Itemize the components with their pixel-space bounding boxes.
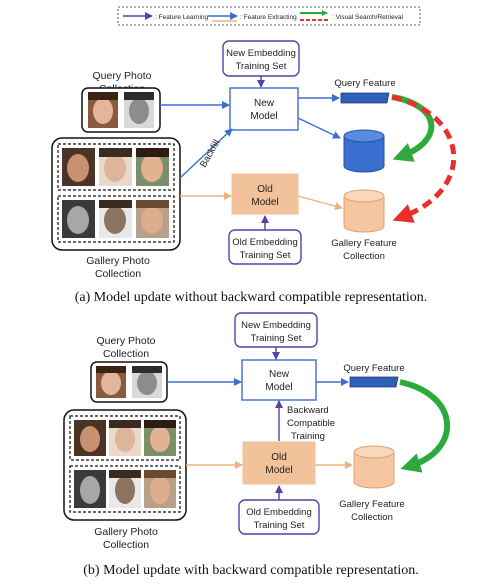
gallery-feature-db-b [353, 445, 395, 489]
query-face-photo-1-b [96, 366, 126, 398]
old-gallery-feature-db [343, 189, 385, 233]
old-model-label-line2: Model [251, 197, 278, 208]
caption-b: (b) Model update with backward compatibl… [83, 563, 419, 578]
query-feature-vector [340, 92, 390, 104]
old-model-box [231, 173, 299, 215]
new-training-label-line1-b: New Embedding [241, 320, 311, 331]
query-feature-vector-b [349, 376, 399, 388]
query-feature-label-b: Query Feature [343, 363, 404, 374]
gallery-feature-label-line1: Gallery Feature [331, 238, 396, 249]
gallery-row-2-frame-b [69, 465, 181, 513]
arrow-search-old-gallery [391, 94, 457, 223]
legend-search-label: : Visual Search/Retrieval [332, 14, 404, 21]
gallery-face-photo-4-b [74, 470, 106, 508]
old-model-label-line2-b: Model [265, 465, 292, 476]
old-model-label-line1: Old [257, 184, 273, 195]
new-model-box [229, 87, 299, 131]
arrow-search-new-gallery [391, 94, 435, 162]
gallery-face-photo-3-b [144, 420, 176, 456]
legend-feature-extracting-label: : Feature Extracting [240, 14, 297, 21]
gallery-feature-label-line2: Collection [343, 251, 385, 262]
panel-a: Query Photo Collection [51, 40, 457, 305]
arrow-backfill [179, 128, 233, 179]
gallery-collection-label-line1: Gallery Photo [86, 255, 150, 267]
gallery-face-photo-2 [99, 148, 132, 186]
gallery-face-photo-6 [136, 200, 169, 238]
gallery-face-photo-5 [99, 200, 132, 238]
new-training-label-line2: Training Set [236, 61, 287, 72]
gallery-row-1-frame [57, 143, 175, 191]
gallery-face-photo-6-b [144, 470, 176, 508]
new-model-label-line1: New [254, 98, 275, 109]
gallery-face-photo-1-b [74, 420, 106, 456]
new-gallery-feature-db [343, 129, 385, 173]
new-training-label-line2-b: Training Set [251, 333, 302, 344]
old-training-label-line2: Training Set [240, 250, 291, 261]
query-face-photo-2 [124, 92, 154, 128]
arrow-new-model-to-new-gallery [297, 117, 341, 139]
bct-label-line2: Compatible [287, 418, 335, 429]
arrow-search-gallery-b [399, 379, 450, 473]
legend-feature-learning-label: : Feature Learning [155, 14, 209, 21]
backfill-label: Backfill [198, 138, 223, 170]
gallery-collection-label-line2: Collection [95, 268, 141, 280]
new-model-label-line1-b: New [269, 369, 290, 380]
gallery-feature-label-line2-b: Collection [351, 512, 393, 523]
gallery-face-photo-1 [62, 148, 95, 186]
legend: : Feature Learning : Feature Extracting … [117, 6, 421, 26]
query-collection-label-line2-b: Collection [103, 348, 149, 360]
query-collection-label-line1: Query Photo [93, 70, 152, 82]
gallery-row-2-frame [57, 195, 175, 243]
gallery-face-photo-4 [62, 200, 95, 238]
gallery-face-photo-3 [136, 148, 169, 186]
new-model-label-line2: Model [250, 111, 277, 122]
old-model-label-line1-b: Old [271, 452, 287, 463]
new-model-box-b [241, 359, 317, 401]
bct-label-line3: Training [291, 431, 325, 442]
old-training-label-line1: Old Embedding [232, 237, 297, 248]
caption-a: (a) Model update without backward compat… [75, 290, 428, 305]
query-face-photo-2-b [132, 366, 162, 398]
query-face-photo-1 [88, 92, 118, 128]
new-training-label-line1: New Embedding [226, 48, 296, 59]
gallery-collection-label-line2-b: Collection [103, 539, 149, 551]
arrow-old-model-to-old-gallery [297, 195, 343, 211]
gallery-face-photo-5-b [109, 470, 141, 508]
new-model-label-line2-b: Model [265, 382, 292, 393]
query-collection-label-line1-b: Query Photo [97, 335, 156, 347]
gallery-row-1-frame-b [69, 415, 181, 461]
old-training-label-line2-b: Training Set [254, 520, 305, 531]
bct-label-line1: Backward [287, 405, 329, 416]
old-model-box-b [242, 441, 316, 485]
gallery-face-photo-2-b [109, 420, 141, 456]
query-feature-label: Query Feature [334, 78, 395, 89]
panel-b: Query Photo Collection [63, 312, 450, 578]
gallery-collection-label-line1-b: Gallery Photo [94, 526, 158, 538]
old-training-label-line1-b: Old Embedding [246, 507, 311, 518]
gallery-feature-label-line1-b: Gallery Feature [339, 499, 404, 510]
